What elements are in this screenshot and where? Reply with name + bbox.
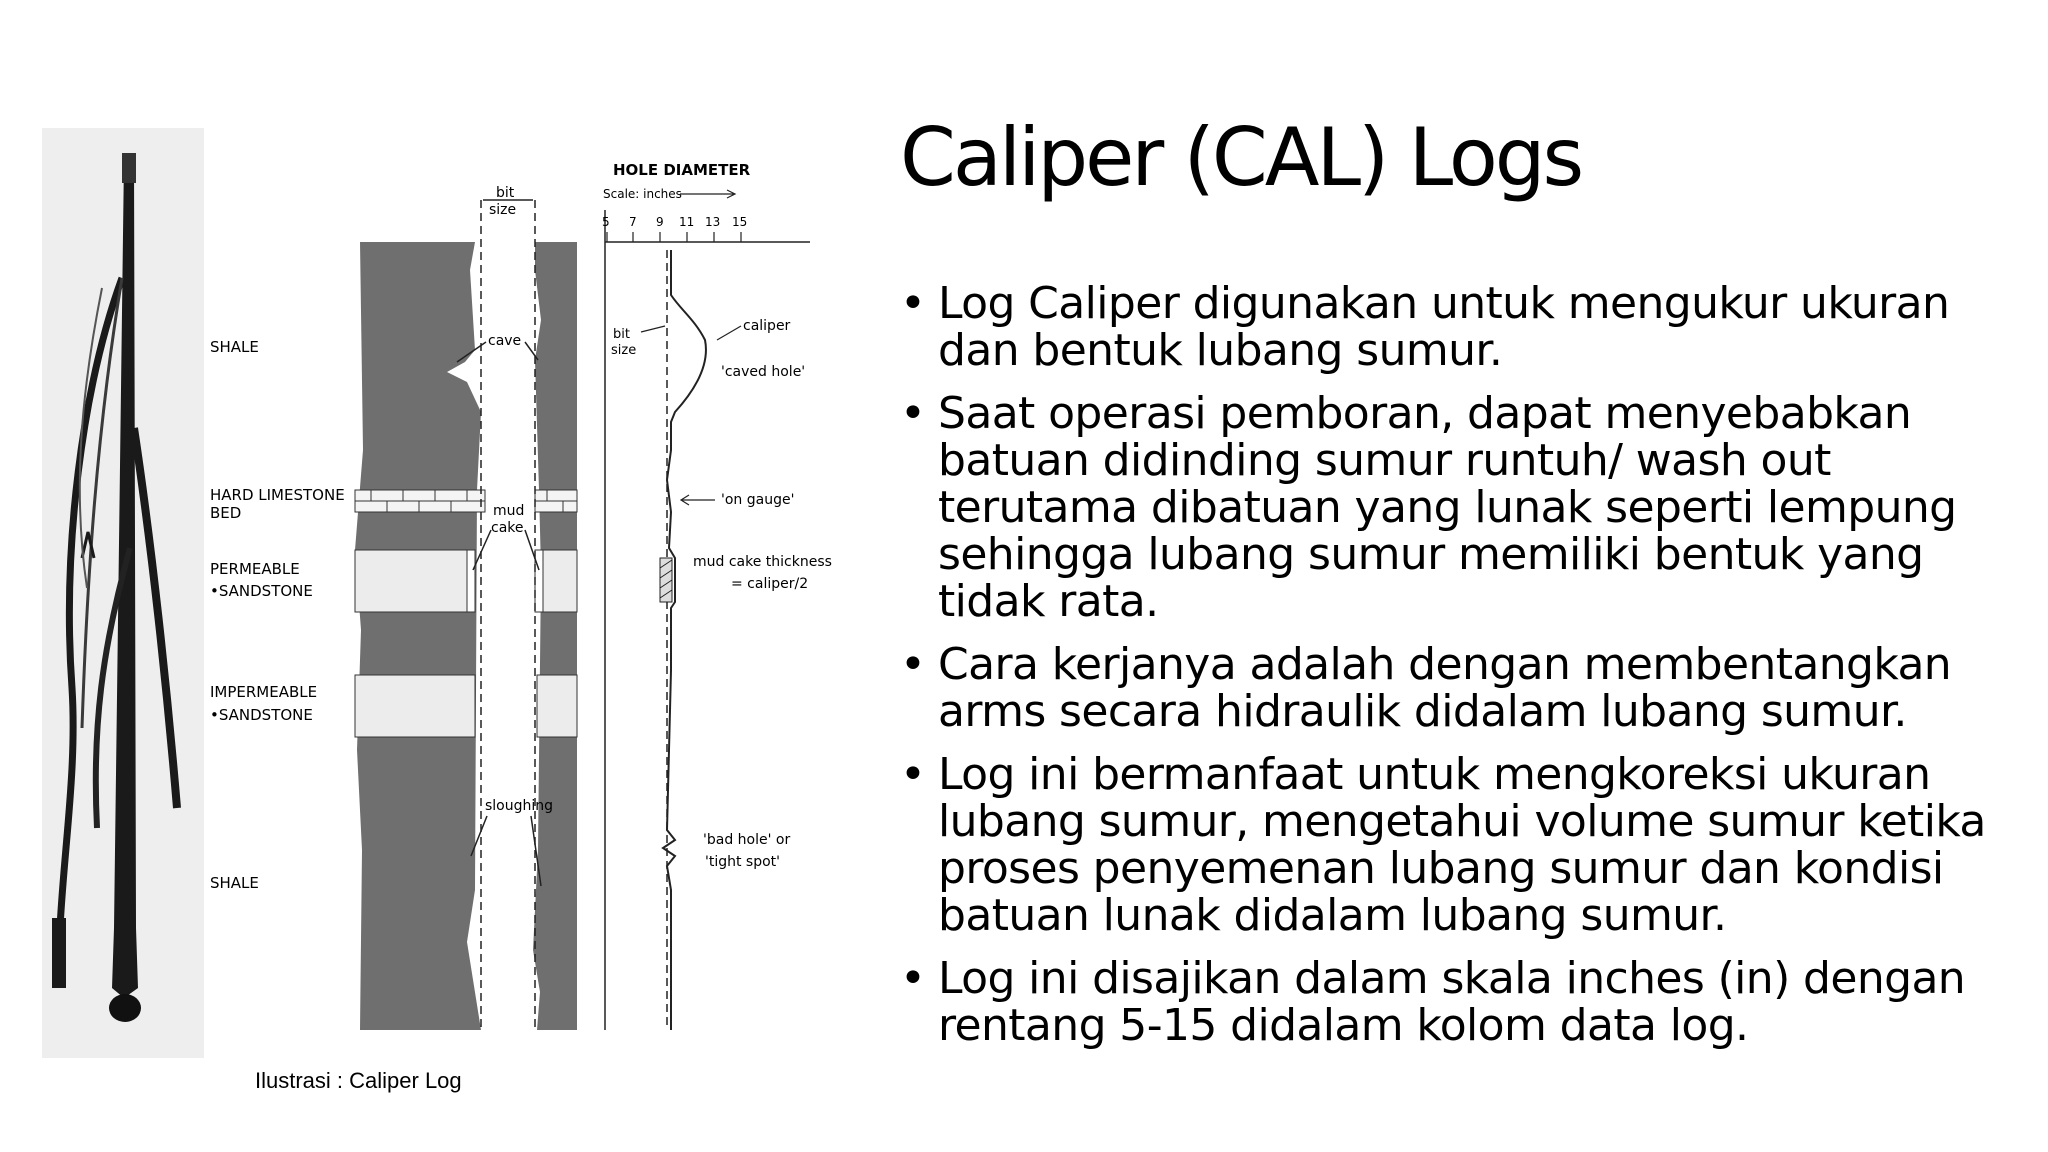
caliper-tool-photo (42, 128, 204, 1058)
scale-label: Scale: inches (603, 187, 682, 201)
permeable-sandstone-left (354, 549, 471, 613)
bullet-dot-icon: • (900, 388, 926, 439)
sloughing-label: sloughing (485, 798, 553, 814)
bullet-line: dan bentuk lubang sumur. (938, 325, 1503, 376)
on-gauge-arrow (679, 494, 715, 506)
tool-arm-left-inner (80, 277, 124, 729)
scale-tick-7: 7 (629, 215, 637, 229)
tool-arm-wire (78, 287, 103, 589)
bullet-line: Cara kerjanya adalah dengan membentangka… (938, 639, 1952, 690)
formation-label-impermeable-sandstone: •SANDSTONE (210, 706, 313, 724)
caliper-label: caliper (743, 318, 791, 334)
mud-cake-thickness-formula: = caliper/2 (731, 576, 808, 592)
formation-right (533, 242, 577, 1030)
bullet-item: • Log ini disajikan dalam skala inches (… (900, 955, 2040, 1049)
bullet-line: arms secara hidraulik didalam lubang sum… (938, 686, 1907, 737)
scale-tick-5: 5 (602, 215, 610, 229)
mud-cake-right (534, 549, 544, 613)
bullet-line: Saat operasi pemboran, dapat menyebabkan (938, 388, 1912, 439)
bullet-dot-icon: • (900, 953, 926, 1004)
bullet-line: tidak rata. (938, 576, 1159, 627)
tool-arm-left (56, 276, 126, 929)
illustration-caption: Ilustrasi : Caliper Log (255, 1068, 462, 1093)
bullet-line: sehingga lubang sumur memiliki bentuk ya… (938, 529, 1924, 580)
impermeable-sandstone-left (354, 674, 476, 738)
scale-tick-9: 9 (656, 215, 664, 229)
tight-spot-label: 'tight spot' (705, 854, 780, 870)
log-bit-size-label: bit (613, 327, 630, 342)
cave-label: cave (488, 333, 521, 349)
bullet-line: rentang 5-15 didalam kolom data log. (938, 1000, 1749, 1051)
mud-cake-thickness-label: mud cake thickness (693, 554, 832, 570)
mud-cake-arrows (472, 529, 540, 571)
scale-tick-15: 15 (732, 215, 747, 229)
caliper-arrow (716, 325, 742, 341)
formation-label-hard-limestone: HARD LIMESTONE (210, 486, 345, 504)
bullet-line: Log Caliper digunakan untuk mengukur uku… (938, 278, 1950, 329)
formation-label-impermeable: IMPERMEABLE (210, 683, 317, 701)
mud-cake-label-2: cake (491, 520, 524, 536)
bullet-line: Log ini bermanfaat untuk mengkoreksi uku… (938, 749, 1931, 800)
bullet-line: Log ini disajikan dalam skala inches (in… (938, 953, 1966, 1004)
bullet-dot-icon: • (900, 278, 926, 329)
scale-tick-11: 11 (679, 215, 694, 229)
formation-label-permeable: PERMEABLE (210, 560, 300, 578)
impermeable-sandstone-right (536, 674, 578, 738)
bad-hole-label: 'bad hole' or (703, 832, 790, 848)
scale-tick-13: 13 (705, 215, 720, 229)
log-track-ticks (606, 232, 742, 242)
bullet-dot-icon: • (900, 749, 926, 800)
tool-top (122, 153, 136, 183)
formation-left (355, 242, 481, 1030)
bullet-item: • Cara kerjanya adalah dengan membentang… (900, 641, 2040, 735)
tool-arm-mid (92, 547, 133, 829)
hole-diameter-label: HOLE DIAMETER (613, 161, 751, 179)
bullet-line: lubang sumur, mengetahui volume sumur ke… (938, 796, 1986, 847)
tool-arm-arrow (80, 531, 96, 559)
formation-label-permeable-sandstone: •SANDSTONE (210, 582, 313, 600)
permeable-sandstone-right (542, 549, 578, 613)
limestone-brick-lines (370, 490, 564, 512)
bit-size-label-top: bit (496, 185, 515, 201)
bullet-line: batuan didinding sumur runtuh/ wash out (938, 435, 1831, 486)
slide-title: Caliper (CAL) Logs (900, 111, 1584, 204)
bullet-list: • Log Caliper digunakan untuk mengukur u… (900, 280, 2040, 1065)
bullet-line: terutama dibatuan yang lunak seperti lem… (938, 482, 1957, 533)
bullet-dot-icon: • (900, 639, 926, 690)
formation-label-hard-limestone-bed: BED (210, 504, 241, 522)
bullet-item: • Saat operasi pemboran, dapat menyebabk… (900, 390, 2040, 625)
formation-label-shale-bottom: SHALE (210, 874, 259, 892)
caliper-curve (661, 250, 707, 1030)
formation-label-shale-top: SHALE (210, 338, 259, 356)
tool-arm-left-pad (52, 918, 66, 988)
bit-size-label-bottom: size (489, 202, 516, 218)
bullet-item: • Log Caliper digunakan untuk mengukur u… (900, 280, 2040, 374)
bullet-item: • Log ini bermanfaat untuk mengkoreksi u… (900, 751, 2040, 939)
mud-cake-label: mud (493, 503, 524, 519)
log-bit-size-arrow (640, 325, 666, 333)
tool-arm-right (130, 427, 181, 809)
tool-bottom-cap (109, 994, 141, 1022)
log-bit-size-label-2: size (611, 343, 636, 358)
scale-arrow-icon (680, 189, 737, 199)
log-mud-cake-hatch-lines (659, 559, 673, 599)
caved-hole-label: 'caved hole' (721, 364, 805, 380)
bullet-line: batuan lunak didalam lubang sumur. (938, 890, 1727, 941)
on-gauge-label: 'on gauge' (721, 492, 794, 508)
bullet-line: proses penyemenan lubang sumur dan kondi… (938, 843, 1944, 894)
caliper-log-diagram: SHALE HARD LIMESTONE BED PERMEABLE •SAND… (210, 161, 832, 1030)
mud-cake-left (466, 549, 476, 613)
sloughing-arrows (470, 815, 542, 887)
cave-arrows (456, 341, 539, 363)
